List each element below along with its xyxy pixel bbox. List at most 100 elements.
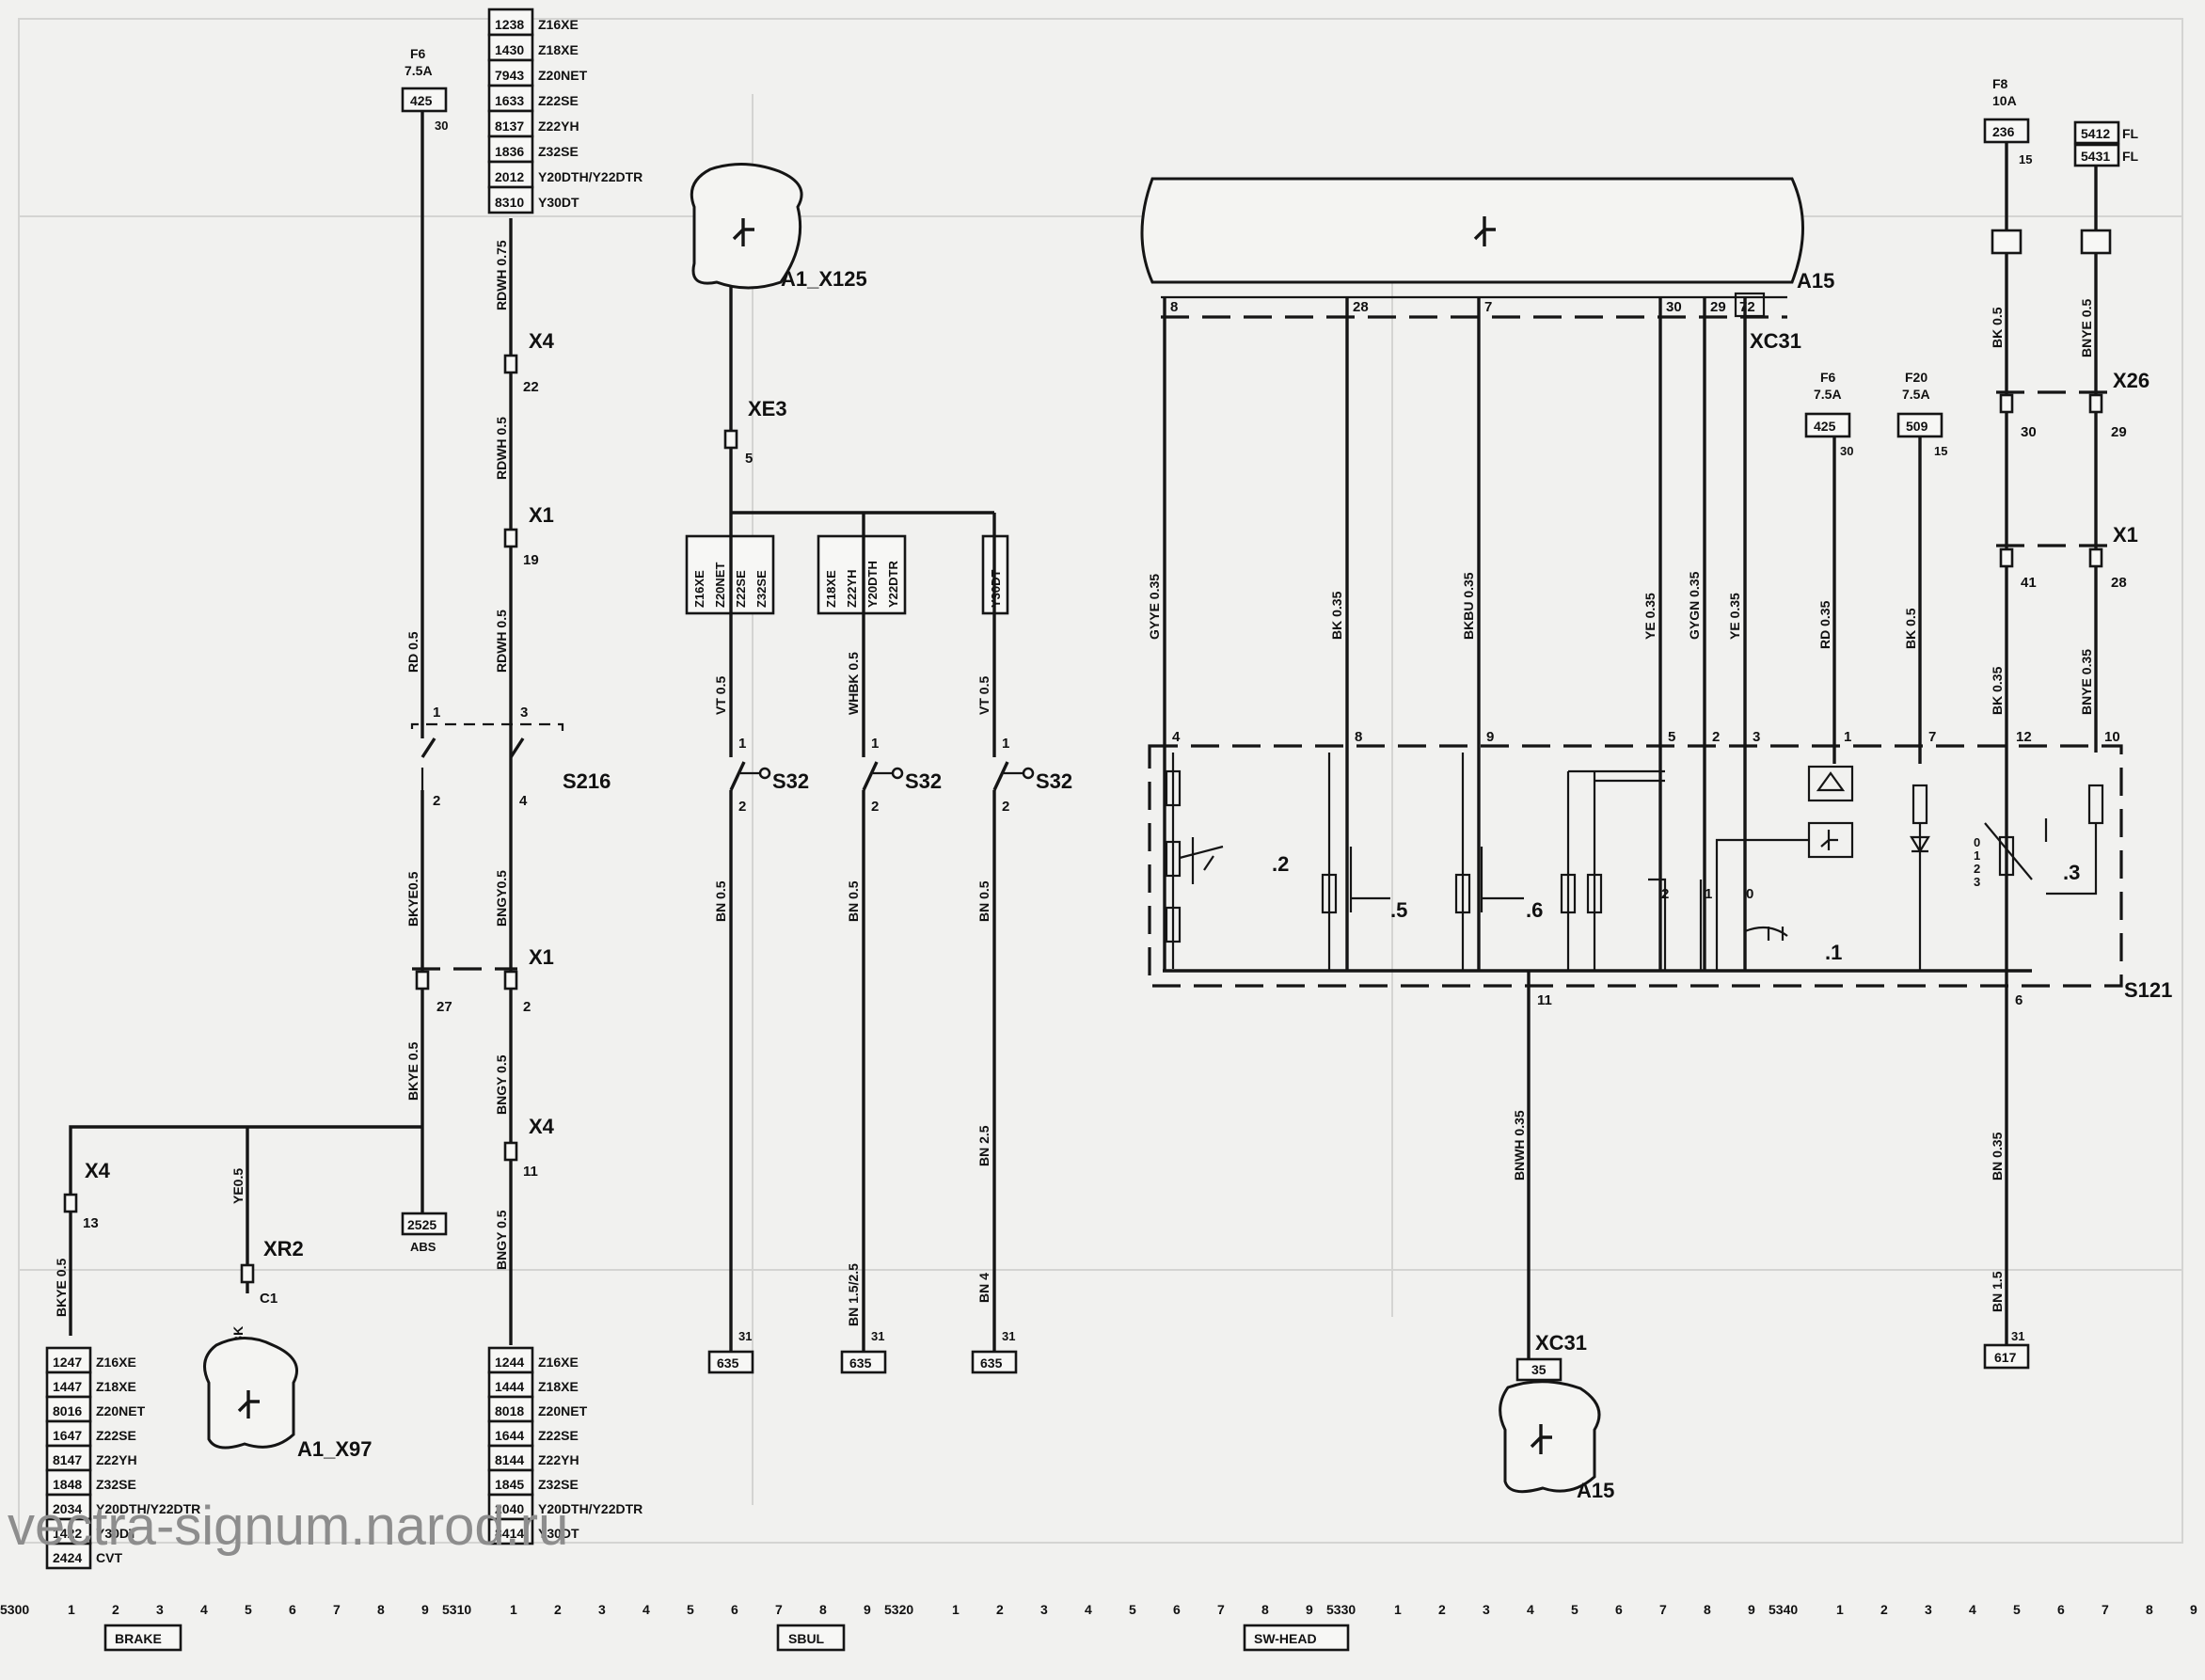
- fl-code: 5412: [2081, 126, 2110, 141]
- s32-pivot: [891, 767, 904, 780]
- variant-box: [817, 534, 907, 615]
- ground-pin: 31: [871, 1329, 884, 1343]
- scale-label: 9: [864, 1602, 871, 1617]
- s121-pin-10: 10: [2104, 729, 2120, 745]
- ecu-a1-x125-label: A1_X125: [781, 267, 867, 291]
- table-engine: Y20DTH/Y22DTR: [538, 169, 642, 184]
- s32-wire-label-extra: BN 4: [976, 1273, 991, 1303]
- variant-label: Z18XE: [824, 570, 838, 608]
- connector-xc31-top: XC31: [1750, 329, 1801, 353]
- wire-label-bnye035: BNYE 0.35: [2079, 649, 2094, 715]
- ground-code: 635: [980, 1355, 1003, 1371]
- s32-contact: [992, 761, 1009, 791]
- scale-label: 6: [731, 1602, 738, 1617]
- table-engine: Z18XE: [538, 42, 579, 57]
- s32-wire-label-bottom: BN 0.5: [976, 880, 991, 922]
- scale-label: 6: [2057, 1602, 2065, 1617]
- s121-contact-0: 0: [1746, 886, 1753, 902]
- ecu-a15-top-label: A15: [1797, 269, 1834, 293]
- connector-x26-pin-right-shape: [2088, 393, 2103, 414]
- fuse-f6r-pin: 30: [1840, 444, 1853, 458]
- s216-pin4: 4: [519, 793, 528, 809]
- table-code: 8144: [495, 1452, 524, 1467]
- ground-box: [707, 1350, 754, 1374]
- table-engine: Z20NET: [96, 1403, 146, 1418]
- s121-sub-2: .2: [1272, 852, 1289, 876]
- fl-box: [2073, 120, 2120, 145]
- ecu-a15-top: [1140, 177, 1804, 284]
- wire-label-bkye05-b: BKYE 0.5: [405, 1042, 420, 1101]
- fl-label: FL: [2122, 126, 2139, 141]
- fuse-f20-code: 509: [1906, 419, 1928, 434]
- fl-label: FL: [2122, 149, 2139, 164]
- table-code: 1444: [495, 1379, 524, 1394]
- scale-label: 3: [598, 1602, 606, 1617]
- rotary-0: 0: [1974, 835, 1980, 849]
- wire-label-rdwh05-a: RDWH 0.5: [494, 417, 509, 480]
- connector-x26-pin-left-shape: [1999, 393, 2014, 414]
- scale-label: 5: [245, 1602, 252, 1617]
- table-engine: Z20NET: [538, 1403, 588, 1418]
- abs-label: ABS: [410, 1240, 436, 1254]
- table-code: 8137: [495, 119, 524, 134]
- s121-pin: 5: [1668, 729, 1675, 745]
- table-engine: Z22SE: [538, 93, 579, 108]
- table-code: 8310: [495, 195, 524, 210]
- connector-x1-b: X1: [529, 945, 554, 969]
- s32-wire-label-top: VT 0.5: [713, 676, 728, 715]
- s121-pin: 9: [1486, 729, 1494, 745]
- s32-pin-top: 1: [738, 736, 746, 752]
- connector-x1-right-pin-left: 41: [2021, 575, 2037, 591]
- variant-label: Z16XE: [692, 570, 706, 608]
- s216-pin1: 1: [433, 705, 440, 721]
- section-labels: BRAKE SBUL SW-HEAD: [103, 1624, 1350, 1652]
- table-code-cell: [487, 1493, 534, 1521]
- connector-x1-right-pin-right-shape: [2088, 547, 2103, 568]
- ground-pin: 31: [738, 1329, 752, 1343]
- fuse-f20-name: F20: [1905, 370, 1927, 385]
- table-code: 7943: [495, 68, 524, 83]
- s121-pin-12: 12: [2016, 729, 2032, 745]
- connector-x4-b-pin-shape: [503, 1141, 518, 1162]
- s32-label: S32: [1036, 769, 1072, 793]
- connector-x1-b-pin-left-shape: [415, 970, 430, 991]
- fuse-f6-rating: 7.5A: [405, 63, 433, 78]
- table-engine: Z22SE: [538, 1428, 579, 1443]
- fuse-f8: F8 10A 236 15: [1983, 76, 2032, 166]
- table-code-cell: [487, 109, 534, 138]
- s32-pivot: [758, 767, 771, 780]
- section-label-brake: BRAKE: [115, 1631, 162, 1646]
- fuse-f6-box: [401, 87, 448, 113]
- module-s121-boundary: [1148, 744, 2123, 988]
- a15-pin: 29: [1710, 299, 1726, 315]
- table-code: 1647: [53, 1428, 82, 1443]
- table-code-cell: [487, 1371, 534, 1399]
- wire-label-rdwh075: RDWH 0.75: [494, 240, 509, 310]
- fuse-f8-pin: 15: [2019, 152, 2032, 166]
- a15-pin: 7: [1484, 299, 1492, 315]
- scale-label: 5: [687, 1602, 694, 1617]
- scale-label: 4: [200, 1602, 208, 1617]
- s32-pin-top: 1: [1002, 736, 1009, 752]
- fuse-f6r-wire: RD 0.35: [1817, 600, 1832, 649]
- table-code-cell: [45, 1395, 92, 1423]
- connector-x1-a-pin-shape: [503, 528, 518, 548]
- table-code-cell: [487, 84, 534, 113]
- a15-wire-label: YE 0.35: [1727, 593, 1742, 640]
- table-code-cell: [487, 185, 534, 214]
- connector-x4-a: X4: [529, 329, 555, 353]
- connector-x4-c-pin: 13: [83, 1215, 99, 1231]
- ecu-a15-bottom-label: A15: [1577, 1479, 1614, 1502]
- s32-contact: [729, 761, 746, 791]
- table-code: 2040: [495, 1501, 524, 1516]
- connector-x26: X26: [2113, 369, 2149, 392]
- table-code-cell: [45, 1419, 92, 1448]
- table-code: 1244: [495, 1355, 524, 1370]
- s32-label: S32: [905, 769, 942, 793]
- table-code-cell: [487, 8, 534, 37]
- connector-x4-b-pin: 11: [523, 1164, 538, 1180]
- scale-label: 3: [1925, 1602, 1932, 1617]
